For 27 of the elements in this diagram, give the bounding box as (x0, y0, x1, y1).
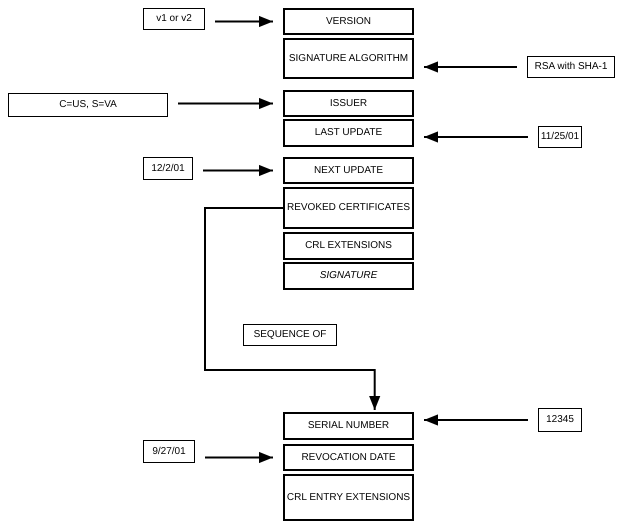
field-box: ISSUER (283, 90, 414, 117)
value-box: v1 or v2 (143, 8, 205, 30)
field-box: CRL ENTRY EXTENSIONS (283, 474, 414, 521)
value-box: 12/2/01 (143, 157, 193, 180)
field-box: REVOCATION DATE (283, 444, 414, 471)
arrow (204, 207, 380, 410)
arrow (203, 164, 273, 176)
field-box: CRL EXTENSIONS (283, 232, 414, 260)
arrow (205, 452, 273, 464)
field-box: SIGNATURE (283, 262, 414, 290)
value-box: C=US, S=VA (8, 93, 168, 117)
value-box: 11/25/01 (538, 126, 582, 148)
arrow (424, 414, 528, 426)
arrow (424, 61, 517, 73)
field-box: LAST UPDATE (283, 119, 414, 147)
arrow (424, 131, 528, 143)
arrow (178, 98, 273, 110)
value-box: RSA with SHA-1 (527, 56, 615, 78)
value-box: 9/27/01 (143, 440, 195, 463)
value-box: SEQUENCE OF (243, 324, 337, 346)
field-box: NEXT UPDATE (283, 157, 414, 184)
field-box: VERSION (283, 8, 414, 35)
arrow (215, 16, 273, 28)
field-box: SERIAL NUMBER (283, 412, 414, 440)
field-box: SIGNATURE ALGORITHM (283, 38, 414, 79)
value-box: 12345 (538, 408, 582, 432)
field-box: REVOKED CERTIFICATES (283, 187, 414, 229)
